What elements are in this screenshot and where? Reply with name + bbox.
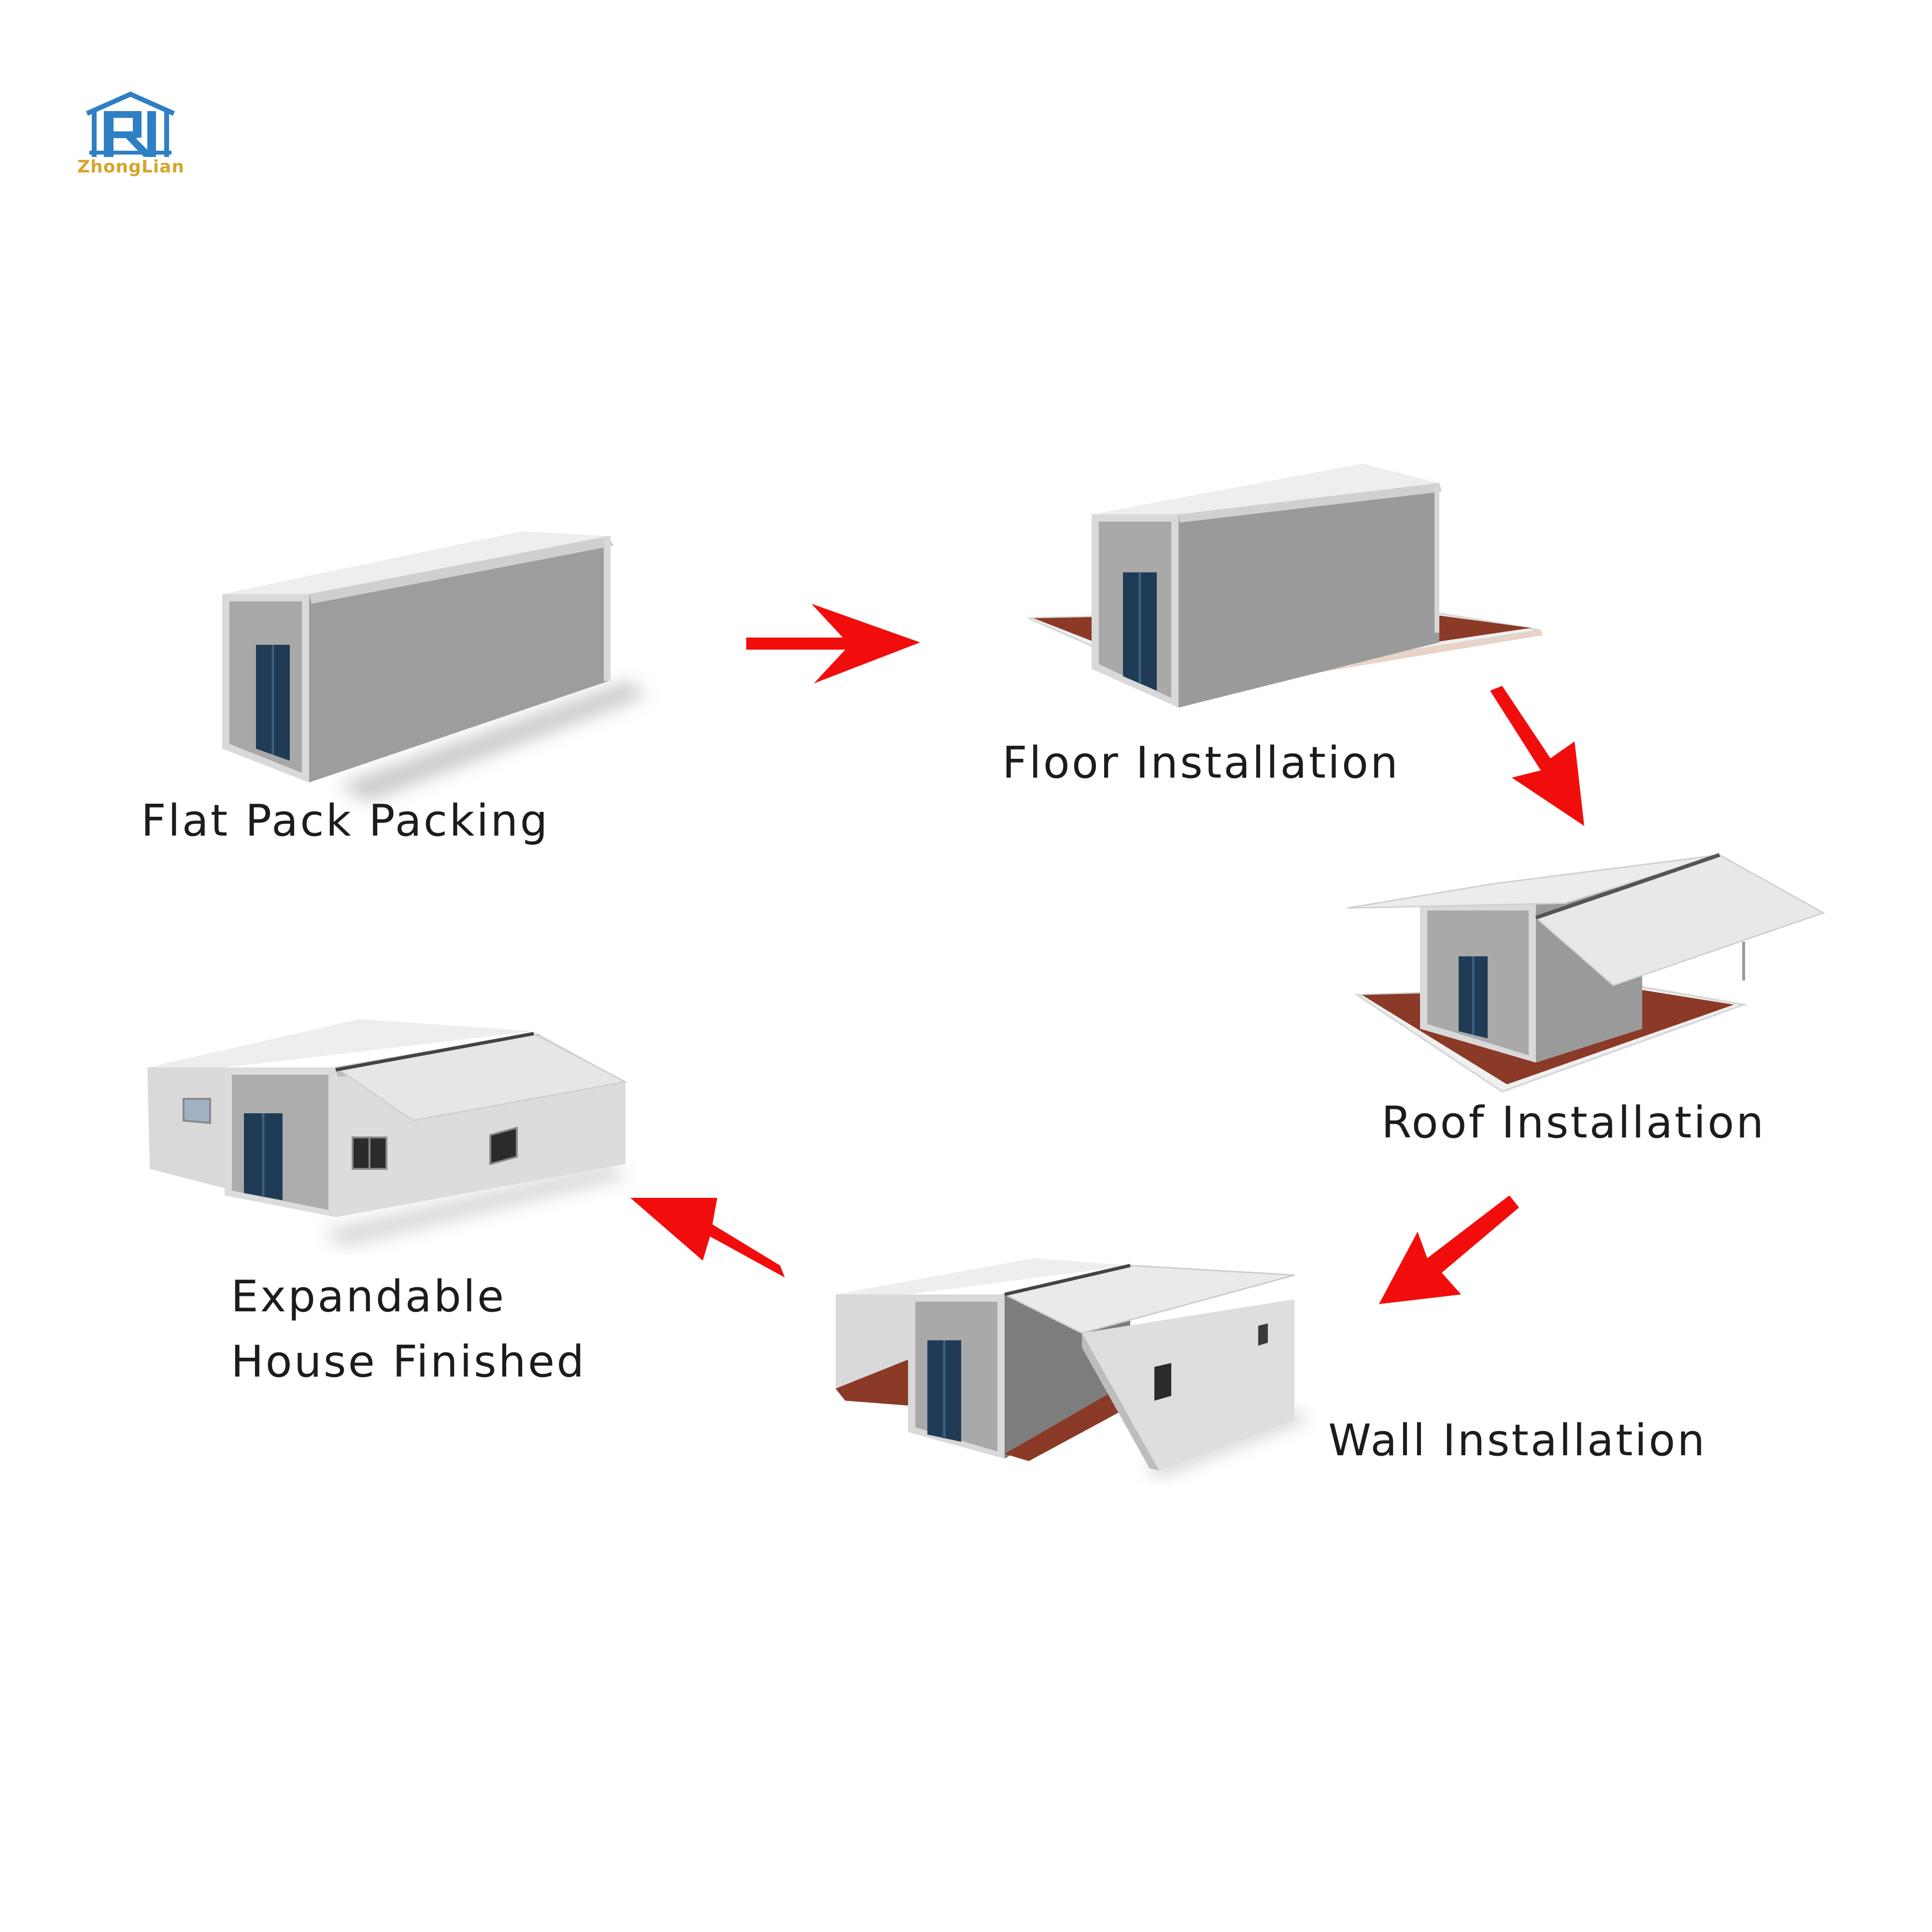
red-arrow-down-right-icon bbox=[1490, 686, 1584, 826]
roof-installation-illustration bbox=[1347, 853, 1825, 1093]
step-label-wall: Wall Installation bbox=[1328, 1415, 1707, 1466]
step-label-flat-pack: Flat Pack Packing bbox=[141, 796, 550, 846]
step-label-floor: Floor Installation bbox=[1002, 738, 1400, 788]
red-arrow-right-icon bbox=[746, 604, 920, 683]
step-label-roof: Roof Installation bbox=[1381, 1097, 1766, 1148]
flat-pack-container-illustration bbox=[222, 531, 647, 802]
logo bbox=[82, 91, 179, 179]
wall-installation-illustration bbox=[836, 1258, 1309, 1478]
logo-brand-text: ZhongLian bbox=[77, 157, 185, 177]
floor-installation-illustration bbox=[1028, 464, 1543, 708]
red-arrow-up-left-icon bbox=[630, 1198, 785, 1278]
step-label-finished-line1: Expandable bbox=[231, 1271, 506, 1322]
house-logo-icon bbox=[85, 91, 175, 157]
red-arrow-down-left-icon bbox=[1379, 1195, 1519, 1304]
finished-house-illustration bbox=[147, 1019, 630, 1246]
step-label-finished-line2: House Finished bbox=[231, 1336, 586, 1387]
